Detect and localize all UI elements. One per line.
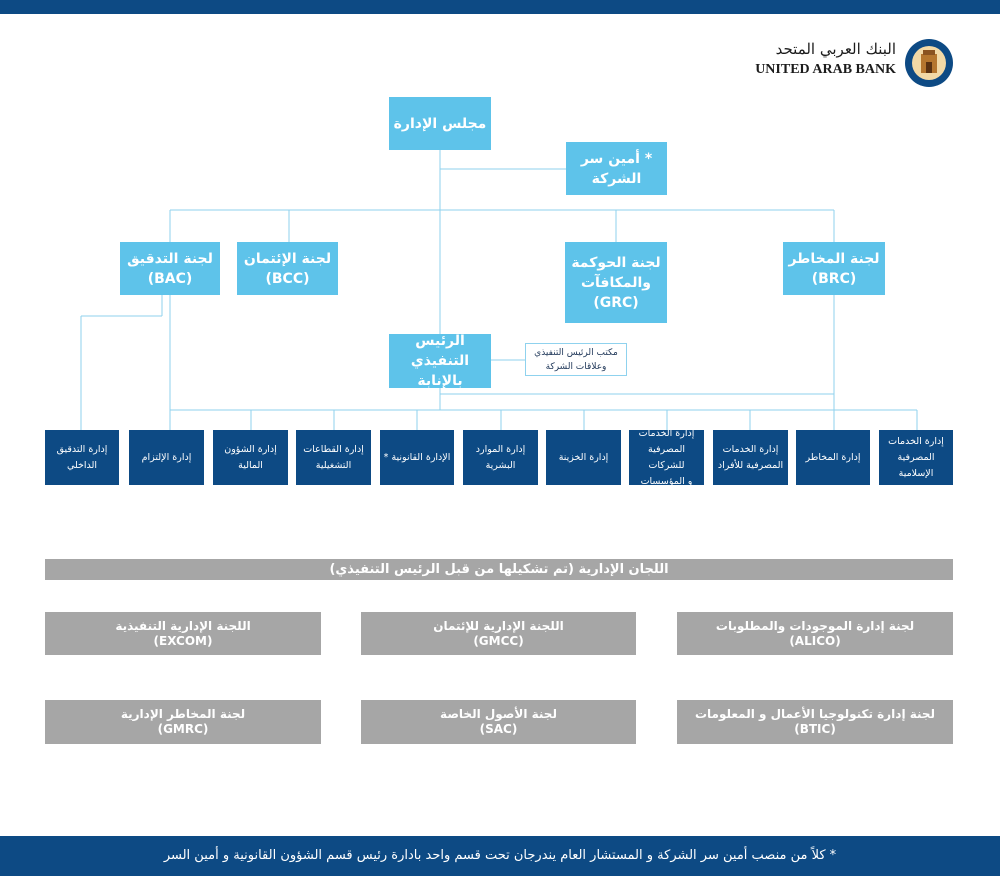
board-of-directors: مجلس الإدارة: [389, 97, 491, 150]
mgmt-committee-gmrc: لجنة المخاطر الإدارية (GMRC): [45, 700, 321, 744]
risk-committee: لجنة المخاطر (BRC): [783, 242, 885, 295]
management-committees-header: اللجان الإدارية (تم تشكيلها من قبل الرئي…: [45, 559, 953, 580]
acting-ceo: الرئيس التنفيذي بالإنابة: [389, 333, 491, 389]
top-banner: [0, 0, 1000, 14]
governance-committee: لجنة الحوكمة والمكافآت (GRC): [565, 242, 667, 323]
dept-treasury: إدارة الخزينة: [546, 430, 621, 485]
dept-corporate-banking: إدارة الخدمات المصرفية للشركات و المؤسسا…: [629, 428, 704, 487]
dept-finance: إدارة الشؤون المالية: [213, 430, 288, 485]
dept-retail-banking: إدارة الخدمات المصرفية للأفراد: [713, 430, 788, 485]
logo-arabic-name: البنك العربي المتحد: [775, 40, 896, 58]
mgmt-committee-excom: اللجنة الإدارية التنفيذية (EXCOM): [45, 612, 321, 655]
dept-risk: إدارة المخاطر: [796, 430, 870, 485]
dept-hr: إدارة الموارد البشرية: [463, 430, 538, 485]
bank-logo: البنك العربي المتحد UNITED ARAB BANK: [755, 38, 954, 88]
bank-seal-icon: [905, 39, 953, 87]
dept-legal: الإدارة القانونية *: [380, 430, 454, 485]
company-secretary: * أمين سر الشركة: [566, 142, 667, 195]
mgmt-committee-btic: لجنة إدارة تكنولوجيا الأعمال و المعلومات…: [677, 700, 953, 744]
dept-islamic-banking: إدارة الخدمات المصرفية الإسلامية: [879, 430, 953, 485]
ceo-office: مكتب الرئيس التنفيذي وعلاقات الشركة: [525, 343, 627, 376]
mgmt-committee-alico: لجنة إدارة الموجودات والمطلوبات (ALICO): [677, 612, 953, 655]
footnote: * كلاً من منصب أمين سر الشركة و المستشار…: [163, 848, 837, 863]
audit-committee: لجنة التدقيق (BAC): [120, 242, 220, 295]
dept-compliance: إدارة الإلتزام: [129, 430, 204, 485]
dept-operations: إدارة القطاعات التشغيلية: [296, 430, 371, 485]
logo-english-name: UNITED ARAB BANK: [755, 62, 896, 77]
mgmt-committee-gmcc: اللجنة الإدارية للإئتمان (GMCC): [361, 612, 636, 655]
dept-internal-audit: إدارة التدقيق الداخلي: [45, 430, 119, 485]
mgmt-committee-sac: لجنة الأصول الخاصة (SAC): [361, 700, 636, 744]
bottom-banner: [0, 836, 1000, 876]
credit-committee: لجنة الإئتمان (BCC): [237, 242, 338, 295]
